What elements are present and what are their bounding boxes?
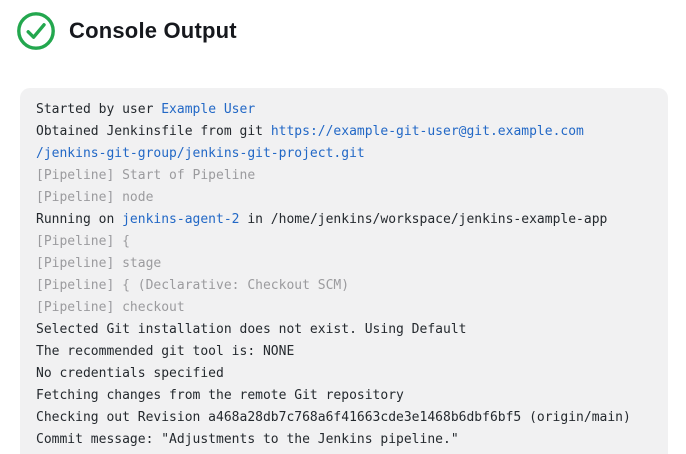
console-line: Started by user Example User bbox=[36, 99, 652, 121]
log-text: Checking out Revision a468a28db7c768a6f4… bbox=[36, 410, 631, 425]
log-text: Selected Git installation does not exist… bbox=[36, 322, 467, 337]
pipeline-log-text: [Pipeline] { (Declarative: Checkout SCM) bbox=[36, 278, 350, 293]
console-line: No credentials specified bbox=[36, 363, 652, 385]
log-text: Fetching changes from the remote Git rep… bbox=[36, 388, 404, 403]
console-line: Commit message: "Adjustments to the Jenk… bbox=[36, 429, 652, 451]
page-title: Console Output bbox=[69, 18, 237, 43]
pipeline-log-text: [Pipeline] { bbox=[36, 234, 130, 249]
check-circle-icon bbox=[16, 11, 56, 51]
log-text: No credentials specified bbox=[36, 366, 224, 381]
pipeline-log-text: [Pipeline] checkout bbox=[36, 300, 185, 315]
user-link[interactable]: Example User bbox=[161, 102, 256, 117]
console-line: Obtained Jenkinsfile from git https://ex… bbox=[36, 121, 652, 143]
console-line: [Pipeline] node bbox=[36, 187, 652, 209]
log-text: Obtained Jenkinsfile from git bbox=[36, 124, 271, 139]
console-line: [Pipeline] Start of Pipeline bbox=[36, 165, 652, 187]
console-line: [Pipeline] stage bbox=[36, 253, 652, 275]
console-line: Running on jenkins-agent-2 in /home/jenk… bbox=[36, 209, 652, 231]
log-text: The recommended git tool is: NONE bbox=[36, 344, 295, 359]
console-line: Fetching changes from the remote Git rep… bbox=[36, 385, 652, 407]
log-text: Started by user bbox=[36, 102, 162, 117]
pipeline-log-text: [Pipeline] node bbox=[36, 190, 154, 205]
repo-url-link[interactable]: https://example-git-user@git.example.com bbox=[270, 124, 584, 139]
console-line: [Pipeline] { bbox=[36, 231, 652, 253]
log-text: Running on bbox=[36, 212, 123, 227]
log-text: Commit message: "Adjustments to the Jenk… bbox=[36, 432, 459, 447]
repo-url-link-continuation[interactable]: /jenkins-git-group/jenkins-git-project.g… bbox=[36, 146, 365, 161]
console-line: [Pipeline] checkout bbox=[36, 297, 652, 319]
console-line: Checking out Revision a468a28db7c768a6f4… bbox=[36, 407, 652, 429]
pipeline-log-text: [Pipeline] Start of Pipeline bbox=[36, 168, 256, 183]
console-line: [Pipeline] { (Declarative: Checkout SCM) bbox=[36, 275, 652, 297]
console-line: Selected Git installation does not exist… bbox=[36, 319, 652, 341]
log-text: in /home/jenkins/workspace/jenkins-examp… bbox=[239, 212, 608, 227]
agent-link[interactable]: jenkins-agent-2 bbox=[122, 212, 240, 227]
console-line: The recommended git tool is: NONE bbox=[36, 341, 652, 363]
pipeline-log-text: [Pipeline] stage bbox=[36, 256, 162, 271]
console-line: /jenkins-git-group/jenkins-git-project.g… bbox=[36, 143, 652, 165]
page-header: Console Output bbox=[0, 0, 686, 51]
